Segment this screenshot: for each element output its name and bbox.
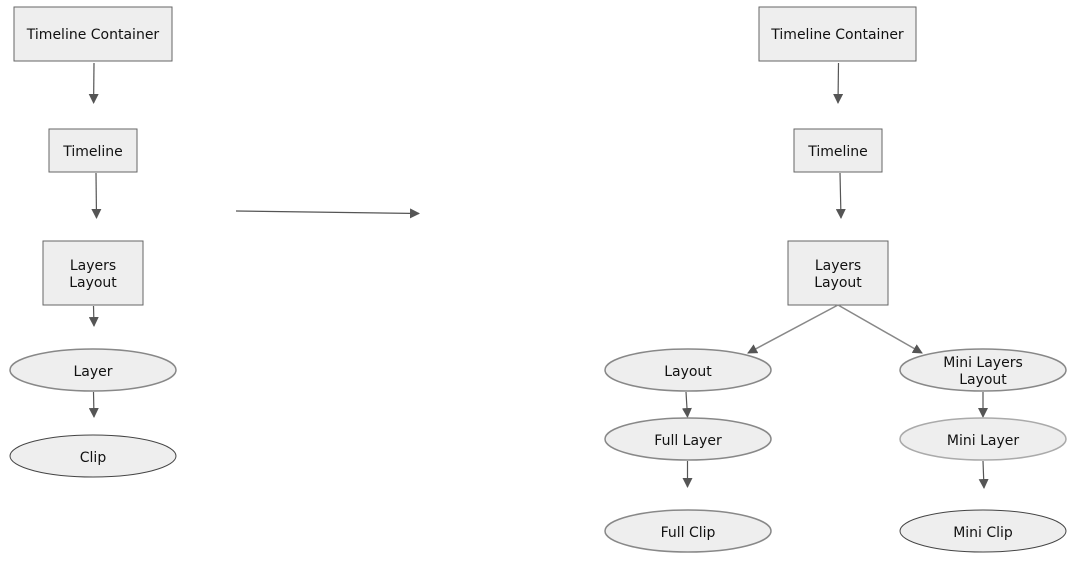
after-full-layer-label: Full Layer	[654, 433, 722, 449]
after-timeline-label: Timeline	[807, 144, 868, 160]
after-mini-layer-label: Mini Layer	[947, 433, 1019, 449]
after-mini-clip-label: Mini Clip	[953, 525, 1013, 541]
after-layout-node: Layout	[604, 348, 772, 392]
after-mini-layers-layout-label-line1: Mini Layers	[943, 355, 1023, 371]
before-timeline-node: Timeline	[48, 128, 138, 173]
before-timeline-container-label: Timeline Container	[26, 27, 160, 43]
after-layout-label: Layout	[664, 364, 712, 380]
after-mini-clip-node: Mini Clip	[899, 509, 1067, 553]
after-full-layer-node: Full Layer	[604, 417, 772, 461]
before-timeline-container-node: Timeline Container	[13, 6, 173, 62]
after-tree: Timeline Container Timeline Layers Layou…	[604, 6, 1067, 553]
after-timeline-container-node: Timeline Container	[758, 6, 917, 62]
transition-arrow	[235, 208, 420, 219]
before-timeline-label: Timeline	[62, 144, 123, 160]
before-arrow-layers-layout-to-layer	[88, 305, 99, 327]
before-layer-label: Layer	[73, 364, 112, 380]
after-branch-to-layout	[747, 304, 839, 354]
after-timeline-container-label: Timeline Container	[770, 27, 904, 43]
before-layer-node: Layer	[9, 348, 177, 392]
after-branch-to-mini-layers-layout	[837, 304, 923, 354]
before-arrow-timeline-to-layers-layout	[91, 172, 102, 219]
after-arrow-container-to-timeline	[833, 62, 844, 104]
before-tree: Timeline Container Timeline Layers Layou…	[9, 6, 177, 478]
before-layers-layout-label-line2: Layout	[69, 275, 117, 291]
before-clip-label: Clip	[80, 450, 107, 466]
after-mini-layers-layout-label-line2: Layout	[959, 372, 1007, 388]
after-timeline-node: Timeline	[793, 128, 883, 173]
before-arrow-layer-to-clip	[88, 391, 99, 418]
after-full-clip-label: Full Clip	[661, 525, 716, 541]
after-arrow-layout-to-full-layer	[681, 391, 692, 418]
after-mini-layer-node: Mini Layer	[899, 417, 1067, 461]
after-arrow-mini-layer-to-mini-clip	[978, 460, 989, 489]
after-layers-layout-label-line2: Layout	[814, 275, 862, 291]
after-arrow-timeline-to-layers-layout	[835, 172, 846, 219]
after-full-clip-node: Full Clip	[604, 509, 772, 553]
after-layers-layout-label-line1: Layers	[815, 258, 861, 274]
before-clip-node: Clip	[9, 434, 177, 478]
after-mini-layers-layout-node: Mini Layers Layout	[899, 348, 1067, 392]
before-layers-layout-node: Layers Layout	[42, 240, 144, 306]
after-layers-layout-node: Layers Layout	[787, 240, 889, 306]
before-layers-layout-label-line1: Layers	[70, 258, 116, 274]
